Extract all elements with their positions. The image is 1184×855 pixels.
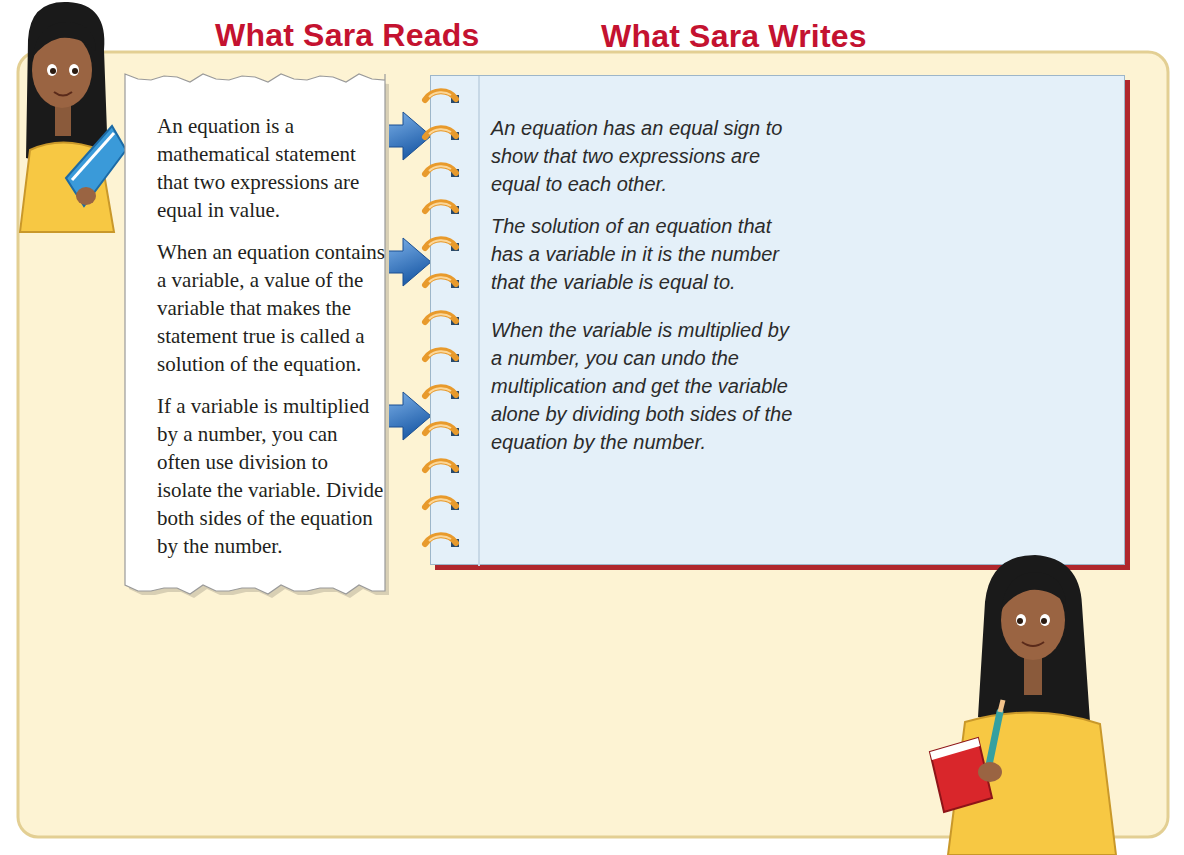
paper-sheet xyxy=(125,74,385,594)
pupil xyxy=(1017,618,1023,624)
pencil xyxy=(988,712,1000,770)
spiral-ring xyxy=(425,535,456,544)
definition-text: If a variable is multiplied by a number,… xyxy=(157,392,385,560)
hand xyxy=(76,187,96,205)
spiral-ring xyxy=(425,165,456,174)
reading-paper: What Sara ReadsAn equation is a mathemat… xyxy=(125,70,385,596)
hair xyxy=(26,2,108,165)
pupil xyxy=(1041,618,1047,624)
ring-highlight xyxy=(429,351,451,356)
ring-highlight xyxy=(429,388,451,393)
spiral-ring xyxy=(425,461,456,470)
eye xyxy=(69,64,79,76)
note-text: When the variable is multiplied by a num… xyxy=(431,316,801,456)
paragraph-text: When the variable is multiplied by a num… xyxy=(491,316,801,456)
book-pages xyxy=(72,133,114,180)
section-heading: What Sara Reads xyxy=(215,18,479,53)
spiral-ring xyxy=(425,498,456,507)
reading-girl xyxy=(20,2,126,232)
spiral-ring xyxy=(425,276,456,285)
ring-highlight xyxy=(429,425,451,430)
panel xyxy=(18,52,1168,837)
writing-girl xyxy=(930,555,1116,855)
ring-highlight xyxy=(429,166,451,171)
spiral-ring xyxy=(425,350,456,359)
bangs xyxy=(32,22,96,58)
shirt xyxy=(948,712,1116,855)
hair xyxy=(978,555,1090,728)
definition-text: An equation is a mathematical statement … xyxy=(157,112,385,224)
face xyxy=(1001,580,1065,660)
paper-shadow xyxy=(129,78,389,598)
neck xyxy=(1024,655,1042,695)
notepad-pages xyxy=(930,738,980,760)
spiral-ring xyxy=(425,128,456,137)
spiral-ring xyxy=(425,91,456,100)
ring-highlight xyxy=(429,277,451,282)
note-text: The solution of an equation that has a v… xyxy=(431,212,801,296)
margin-line xyxy=(478,76,480,566)
notebook-page: What Sara WritesAn equation has an equal… xyxy=(430,75,1125,565)
paragraph-text: If a variable is multiplied by a number,… xyxy=(157,392,385,560)
definition-text: When an equation contains a variable, a … xyxy=(157,238,385,378)
pupil xyxy=(50,68,56,74)
pupil xyxy=(72,68,78,74)
paragraph-text: When an equation contains a variable, a … xyxy=(157,238,385,378)
ring-highlight xyxy=(429,314,451,319)
hand xyxy=(978,762,1002,782)
spiral-ring xyxy=(425,387,456,396)
bangs xyxy=(1001,572,1066,610)
spiral-ring xyxy=(425,424,456,433)
smile xyxy=(54,92,72,96)
paragraph-text: An equation is a mathematical statement … xyxy=(157,112,385,224)
book xyxy=(66,126,126,206)
spiral-binding xyxy=(423,76,483,566)
ring-highlight xyxy=(429,240,451,245)
spiral-ring xyxy=(425,313,456,322)
ring-highlight xyxy=(429,499,451,504)
paragraph-text: An equation has an equal sign to show th… xyxy=(491,114,801,198)
note-text: An equation has an equal sign to show th… xyxy=(431,114,801,198)
neck xyxy=(55,104,71,136)
pencil-tip xyxy=(1000,700,1003,712)
notepad xyxy=(930,738,992,812)
eye xyxy=(1016,614,1026,626)
eye xyxy=(47,64,57,76)
ring-highlight xyxy=(429,462,451,467)
ring-highlight xyxy=(429,536,451,541)
spiral-ring xyxy=(425,239,456,248)
spiral-ring xyxy=(425,202,456,211)
ring-highlight xyxy=(429,129,451,134)
section-heading: What Sara Writes xyxy=(601,19,867,54)
paragraph-text: The solution of an equation that has a v… xyxy=(491,212,801,296)
ring-highlight xyxy=(429,92,451,97)
ring-highlight xyxy=(429,203,451,208)
smile xyxy=(1022,642,1044,646)
eye xyxy=(1040,614,1050,626)
